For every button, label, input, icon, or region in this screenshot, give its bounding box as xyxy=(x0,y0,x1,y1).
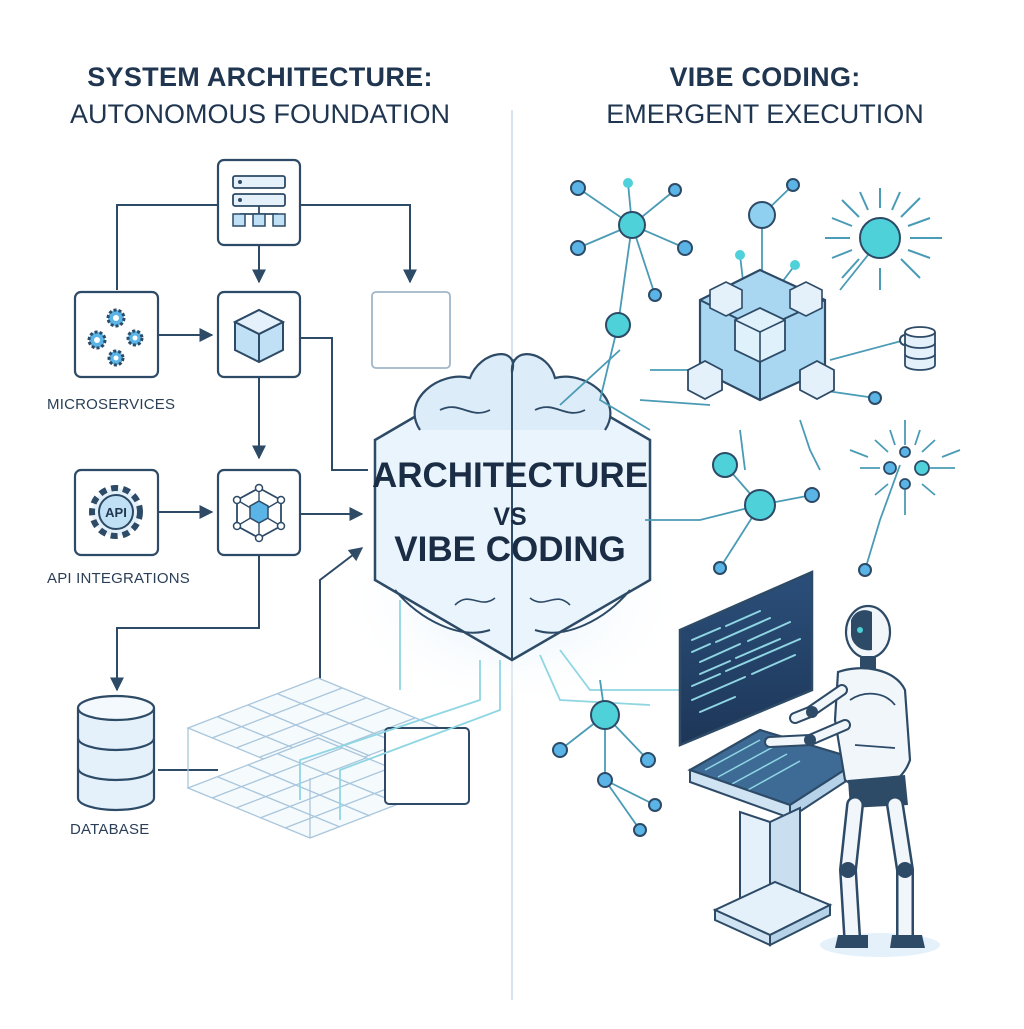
server-icon xyxy=(216,158,302,247)
database-icon xyxy=(76,694,156,812)
brain-icon xyxy=(299,353,687,820)
left-architecture-flow: API xyxy=(73,158,470,839)
cube-cluster-icon xyxy=(687,268,835,402)
robot-icon xyxy=(764,604,940,957)
right-title-bold: VIBE CODING: xyxy=(669,62,861,92)
empty-node-box xyxy=(384,727,470,805)
left-title-light: AUTONOMOUS FOUNDATION xyxy=(69,99,450,129)
database-icon xyxy=(904,326,936,371)
cube-icon xyxy=(216,290,302,379)
terminal-stand xyxy=(687,728,863,947)
left-title-bold: SYSTEM ARCHITECTURE: xyxy=(87,62,433,92)
center-title-vs: VS xyxy=(493,503,527,531)
api-integrations-label: API INTEGRATIONS xyxy=(47,570,190,587)
api-gear-icon: API xyxy=(73,468,160,557)
placeholder-box xyxy=(371,291,451,369)
api-badge-text: API xyxy=(105,505,127,520)
right-panel-heading: VIBE CODING: EMERGENT EXECUTION xyxy=(555,62,975,130)
microservices-label: MICROSERVICES xyxy=(47,396,176,413)
center-title-vibe-coding: VIBE CODING xyxy=(394,530,626,569)
database-label: DATABASE xyxy=(70,821,150,838)
network-cube-icon xyxy=(216,468,302,557)
right-title-light: EMERGENT EXECUTION xyxy=(606,99,924,129)
grid-floor xyxy=(186,677,442,839)
left-panel-heading: SYSTEM ARCHITECTURE: AUTONOMOUS FOUNDATI… xyxy=(50,62,470,130)
spark-burst-icon xyxy=(849,420,961,515)
right-network xyxy=(552,178,961,957)
code-monitor-icon xyxy=(678,570,814,747)
gear-cluster-icon xyxy=(73,290,160,379)
center-title-architecture: ARCHITECTURE xyxy=(371,456,649,495)
spark-burst-icon xyxy=(825,188,942,290)
